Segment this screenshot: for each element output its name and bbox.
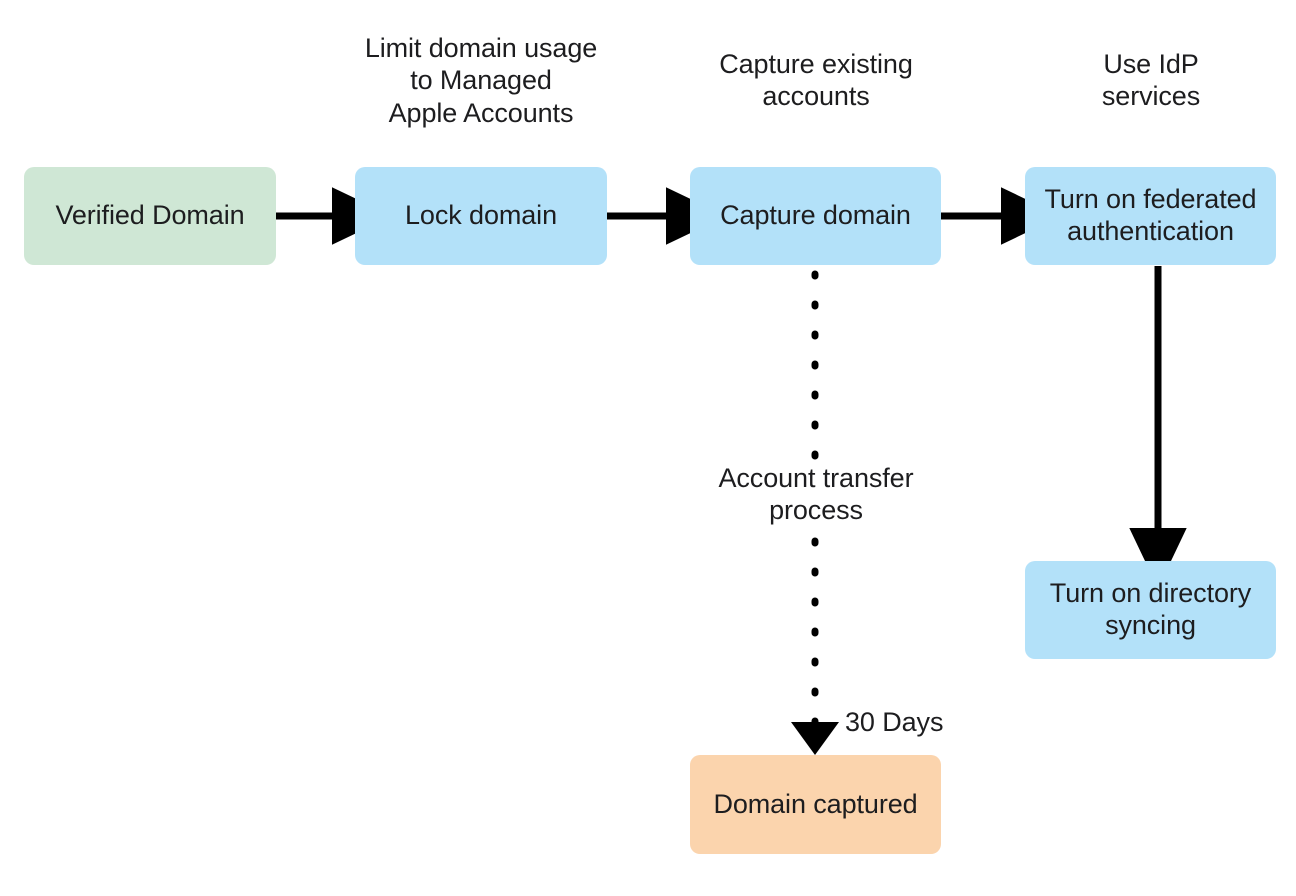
- node-verified-domain[interactable]: Verified Domain: [24, 167, 276, 265]
- caption-lock-domain: Limit domain usage to Managed Apple Acco…: [364, 33, 598, 128]
- caption-federated-auth: Use IdP services: [1101, 49, 1201, 112]
- edge-label-account-transfer-process: Account transfer process: [718, 463, 914, 526]
- node-domain-captured[interactable]: Domain captured: [690, 755, 941, 854]
- node-lock-domain[interactable]: Lock domain: [355, 167, 607, 265]
- node-capture-domain[interactable]: Capture domain: [690, 167, 941, 265]
- caption-capture-domain: Capture existing accounts: [719, 49, 913, 112]
- edge-capture-to-captured-arrowhead: [791, 722, 839, 755]
- node-turn-on-directory-syncing[interactable]: Turn on directory syncing: [1025, 561, 1276, 659]
- edge-label-30-days: 30 Days: [845, 707, 944, 737]
- node-turn-on-federated-authentication[interactable]: Turn on federated authentication: [1025, 167, 1276, 265]
